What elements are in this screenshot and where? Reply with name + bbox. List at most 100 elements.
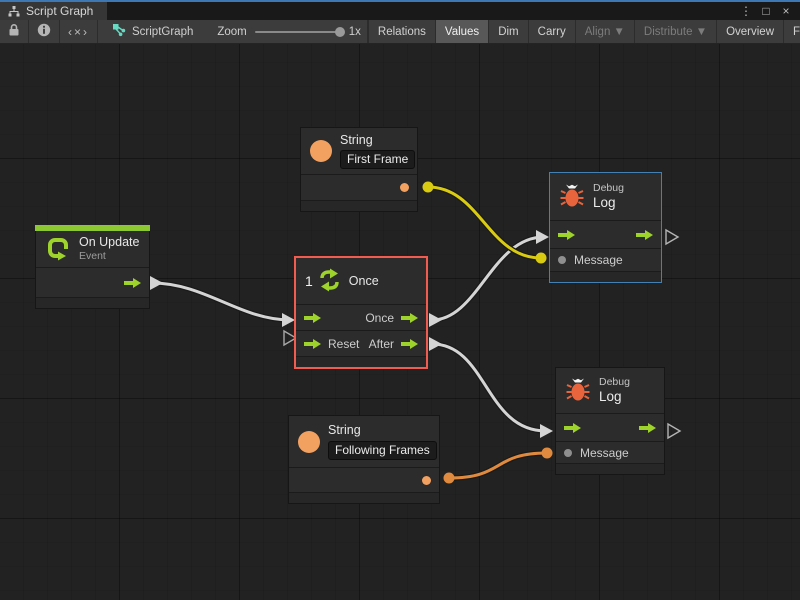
reset-input-port[interactable]	[304, 338, 321, 349]
toolbar-button-values[interactable]: Values	[434, 20, 489, 43]
window-menu-icon[interactable]: ⋮	[740, 4, 752, 18]
node-title: Log	[593, 194, 616, 210]
toolbar-button-dim[interactable]: Dim	[488, 20, 527, 43]
port-label: Message	[574, 253, 623, 267]
wire-once-to-debuglog-top[interactable]	[429, 230, 549, 327]
graph-hierarchy-icon	[8, 5, 20, 17]
node-footer	[550, 272, 661, 282]
flow-input-port[interactable]	[304, 312, 321, 323]
lock-button[interactable]	[0, 20, 29, 43]
debuglog-bottom-continuation-hint[interactable]	[667, 422, 682, 440]
node-subtitle: Event	[79, 250, 106, 263]
debuglog-top-continuation-hint[interactable]	[665, 228, 680, 246]
node-port-row: Reset After	[296, 331, 426, 357]
event-accent-bar	[35, 225, 150, 231]
window-maximize-icon[interactable]: □	[762, 4, 770, 18]
toolbar-button-full-screen[interactable]: Full Screen	[783, 20, 800, 43]
node-port-row: Message	[550, 249, 661, 272]
tab-label: Script Graph	[26, 4, 94, 18]
port-label: Reset	[328, 336, 360, 351]
string-type-icon	[310, 140, 332, 162]
string-value-field[interactable]: First Frame	[340, 150, 416, 170]
node-port-row	[550, 221, 661, 249]
message-input-port[interactable]	[558, 256, 566, 264]
script-graph-icon	[112, 23, 126, 40]
node-header: String Following Frames	[289, 416, 439, 468]
once-cycle-icon	[318, 268, 341, 295]
node-footer	[556, 464, 664, 474]
wire-once-to-debuglog-bottom[interactable]	[429, 337, 553, 438]
zoom-slider[interactable]	[254, 26, 345, 37]
flow-output-port[interactable]	[124, 277, 141, 288]
node-string-first[interactable]: String First Frame	[300, 127, 418, 212]
node-port-row	[289, 468, 439, 493]
flow-input-port[interactable]	[558, 229, 575, 240]
node-on-update[interactable]: On Update Event	[35, 225, 150, 309]
after-output-port[interactable]	[401, 338, 418, 349]
node-port-row	[36, 268, 149, 298]
node-header: Debug Log	[550, 173, 661, 221]
node-category: Debug	[599, 375, 630, 388]
message-input-port[interactable]	[564, 448, 572, 457]
node-title: String	[328, 423, 361, 438]
bug-icon	[565, 376, 591, 405]
node-header: On Update Event	[36, 231, 149, 268]
flow-output-port[interactable]	[636, 229, 653, 240]
node-debug-log-bottom[interactable]: Debug Log Message	[555, 367, 665, 475]
flow-output-port[interactable]	[639, 422, 656, 433]
window-close-icon[interactable]: ×	[782, 4, 790, 18]
string-output-port[interactable]	[422, 475, 431, 485]
port-label: Message	[580, 445, 629, 460]
node-footer	[289, 493, 439, 503]
toolbar-button-relations[interactable]: Relations	[367, 20, 435, 43]
lock-icon	[8, 23, 20, 40]
node-title: On Update	[79, 234, 140, 249]
variables-toggle-button[interactable]: ‹×›	[60, 20, 98, 43]
node-header: 1 Once	[296, 258, 426, 305]
port-label: After	[368, 336, 394, 351]
bug-icon	[559, 182, 585, 211]
wire-string-first-to-message[interactable]	[422, 181, 547, 264]
window-controls: ⋮ □ ×	[738, 2, 800, 20]
node-title: Once	[348, 274, 379, 288]
zoom-value: 1x	[348, 25, 361, 38]
node-port-row	[301, 175, 417, 201]
toolbar-button-carry[interactable]: Carry	[527, 20, 575, 43]
string-value-field[interactable]: Following Frames	[328, 440, 437, 460]
breadcrumb-script-graph[interactable]: ScriptGraph	[98, 20, 207, 43]
zoom-slider-knob[interactable]	[334, 26, 345, 37]
node-port-row: Message	[556, 442, 664, 464]
node-header: Debug Log	[556, 368, 664, 414]
wire-layer	[150, 181, 682, 484]
node-debug-log-top[interactable]: Debug Log Message	[549, 172, 662, 283]
wire-onupdate-to-once[interactable]	[150, 276, 295, 327]
toolbar-button-distribute[interactable]: Distribute ▼	[633, 20, 716, 43]
graph-canvas[interactable]: String First Frame On Update	[0, 44, 800, 600]
once-count-badge: 1	[305, 273, 313, 289]
node-category: Debug	[593, 181, 624, 194]
node-footer	[301, 201, 417, 211]
string-type-icon	[298, 430, 320, 453]
flow-input-port[interactable]	[564, 422, 581, 433]
inspect-button[interactable]	[29, 20, 60, 43]
zoom-control: Zoom 1x	[207, 20, 368, 43]
node-header: String First Frame	[301, 128, 417, 175]
tab-bar: Script Graph ⋮ □ ×	[0, 0, 800, 20]
node-title: Log	[599, 388, 622, 404]
node-string-following[interactable]: String Following Frames	[288, 415, 440, 504]
node-port-row	[556, 414, 664, 442]
toolbar-button-align[interactable]: Align ▼	[574, 20, 634, 43]
toolbar-button-overview[interactable]: Overview	[716, 20, 783, 43]
tab-script-graph[interactable]: Script Graph	[0, 2, 108, 20]
node-once[interactable]: 1 Once Once	[294, 256, 428, 369]
once-output-port[interactable]	[401, 312, 418, 323]
string-output-port[interactable]	[400, 183, 409, 192]
node-footer	[296, 357, 426, 367]
breadcrumb-label: ScriptGraph	[132, 25, 194, 38]
once-reset-port-hint[interactable]	[283, 329, 298, 347]
on-update-loop-icon	[45, 235, 71, 264]
wire-string-following-to-message[interactable]	[443, 447, 553, 484]
